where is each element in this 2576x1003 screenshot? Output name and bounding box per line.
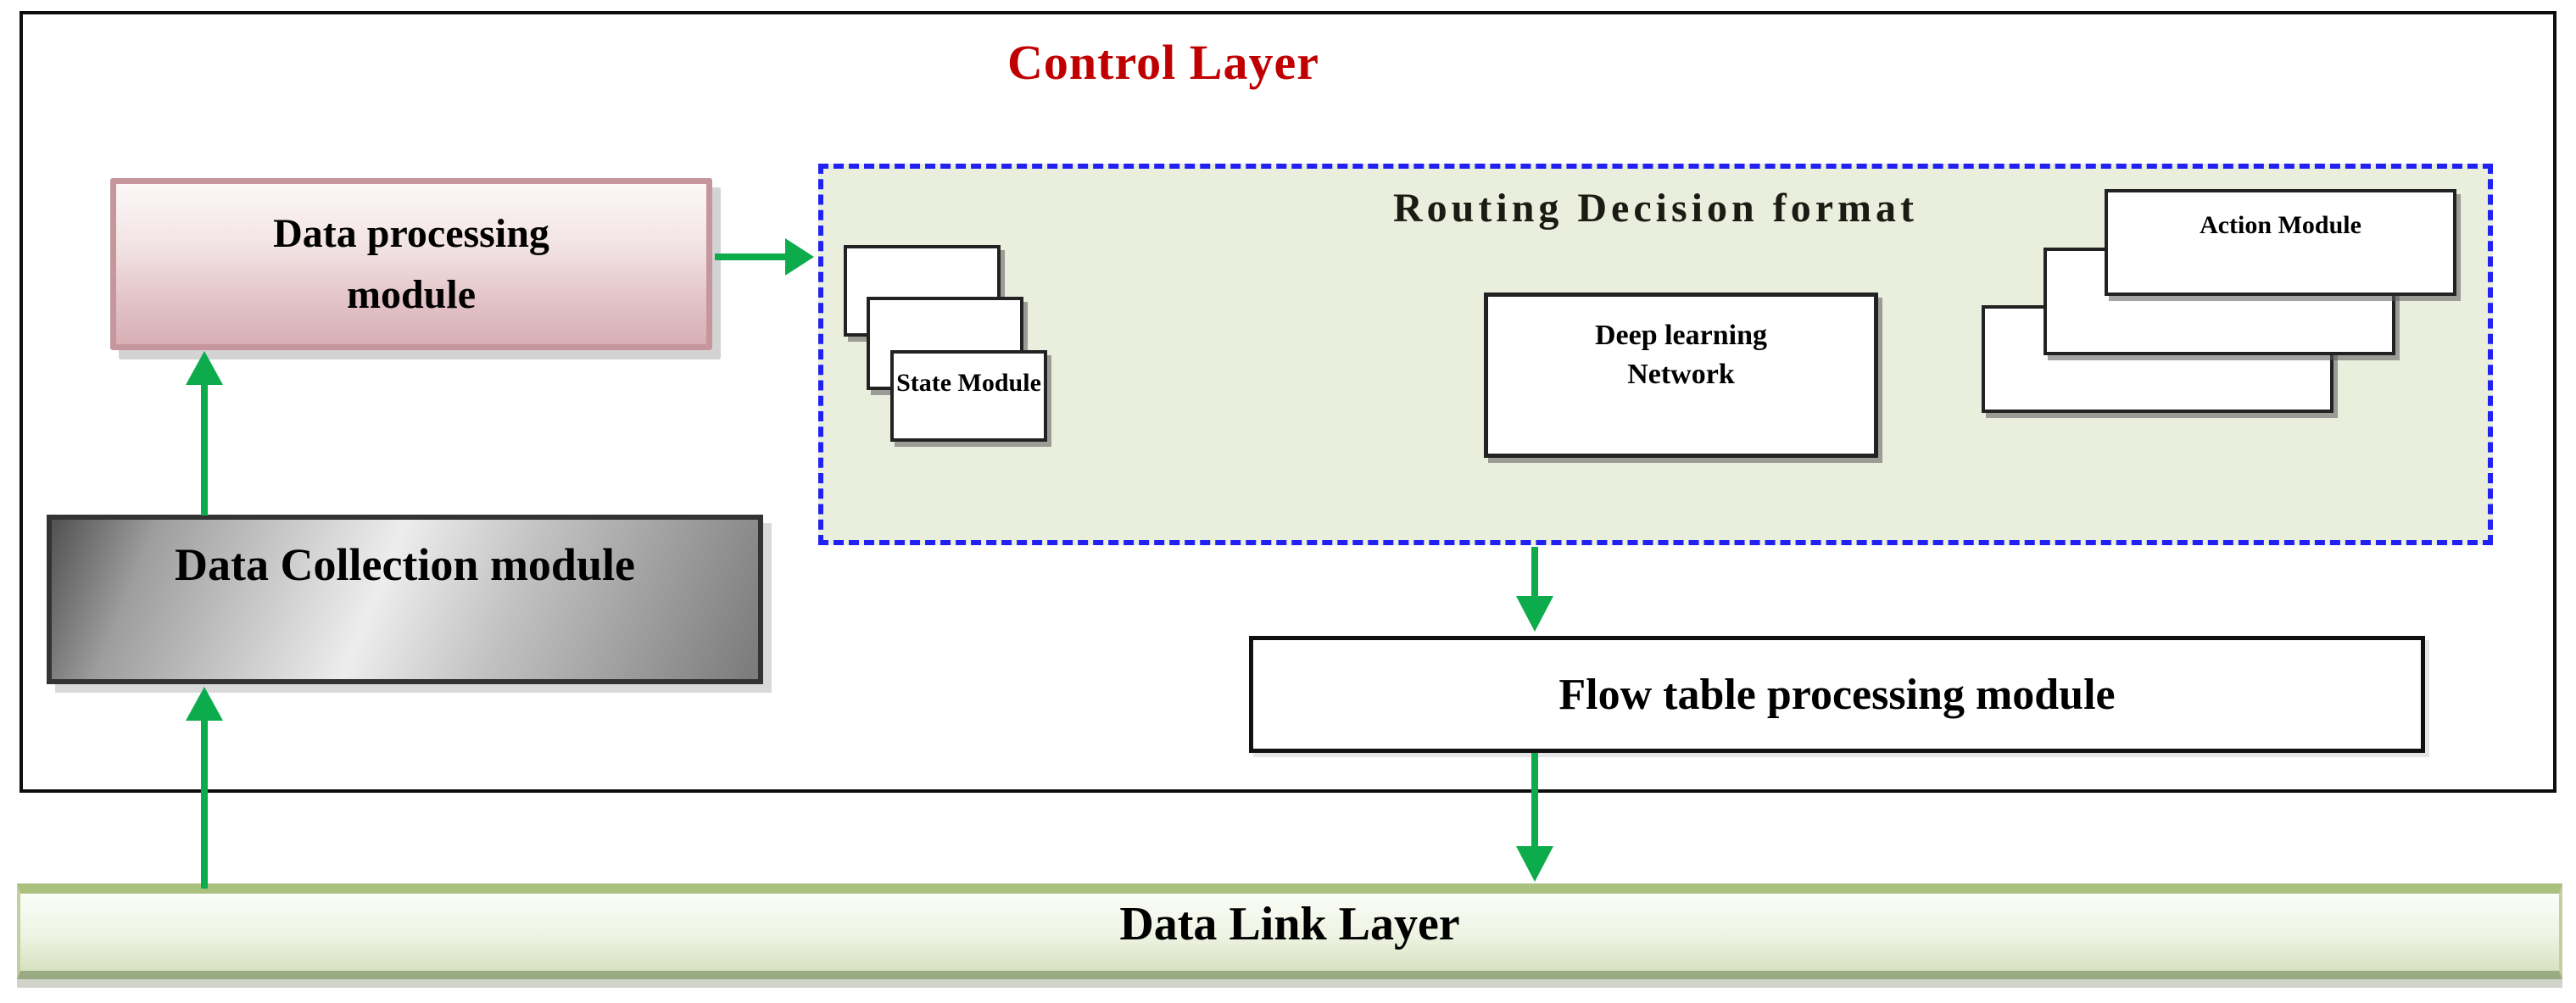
- state-module-label: State Module: [896, 369, 1041, 397]
- action-module-label: Action Module: [2200, 211, 2361, 239]
- arrow-flowtable-to-datalink-line: [1531, 753, 1538, 848]
- arrow-down-icon: [1516, 596, 1553, 632]
- data-link-layer-label: Data Link Layer: [1119, 898, 1460, 950]
- routing-decision-title: Routing Decision format: [1393, 186, 1918, 231]
- arrow-right-icon: [785, 238, 814, 276]
- arrow-down-icon: [1516, 846, 1553, 882]
- deep-learning-network-box: Deep learning Network: [1484, 293, 1878, 458]
- data-processing-module-box: Data processing module: [110, 178, 712, 350]
- arrow-routing-to-flowtable-line: [1531, 547, 1538, 598]
- arrow-up-icon: [186, 351, 223, 385]
- deep-learning-network-label: Deep learning Network: [1594, 319, 1768, 390]
- state-module-box: State Module: [890, 350, 1047, 442]
- flow-table-processing-module-box: Flow table processing module: [1249, 636, 2425, 753]
- arrow-processing-to-routing-line: [715, 254, 789, 260]
- control-layer-title: Control Layer: [1007, 35, 1319, 90]
- data-link-layer-bar: Data Link Layer: [17, 883, 2562, 979]
- arrow-up-icon: [186, 687, 223, 721]
- data-collection-module-label: Data Collection module: [175, 539, 635, 590]
- data-collection-module-box: Data Collection module: [47, 515, 763, 684]
- arrow-datalink-to-collection-line: [201, 721, 208, 889]
- action-module-box: Action Module: [2105, 189, 2456, 296]
- flow-table-processing-module-label: Flow table processing module: [1558, 670, 2116, 719]
- arrow-collection-to-processing-line: [201, 383, 208, 515]
